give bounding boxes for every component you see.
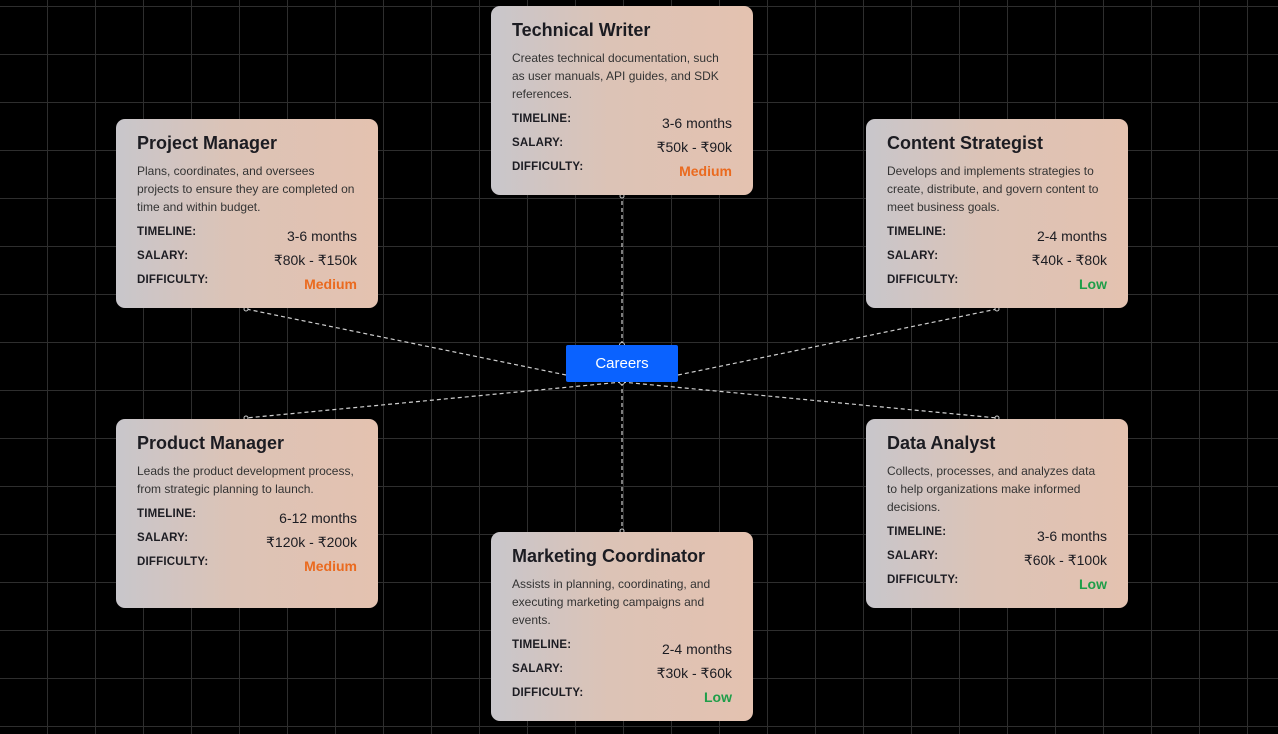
card-title: Product Manager [137, 433, 285, 453]
difficulty-value: Medium [679, 163, 732, 179]
timeline-label: TIMELINE: [887, 226, 947, 238]
difficulty-label: DIFFICULTY: [137, 274, 209, 286]
salary-value: ₹80k - ₹150k [273, 252, 357, 268]
difficulty-label: DIFFICULTY: [512, 687, 584, 699]
edge-project-manager [245, 308, 567, 376]
salary-row: SALARY: ₹60k - ₹100k [887, 550, 1107, 574]
difficulty-value: Medium [304, 276, 357, 292]
card-description: Collects, processes, and analyzes data t… [887, 464, 1096, 514]
difficulty-row: DIFFICULTY: Low [887, 574, 1107, 598]
careers-node[interactable]: Careers [566, 345, 678, 382]
salary-row: SALARY: ₹50k - ₹90k [512, 137, 732, 161]
card-description: Develops and implements strategies to cr… [887, 164, 1099, 214]
timeline-row: TIMELINE: 2-4 months [887, 226, 1107, 250]
timeline-value: 2-4 months [661, 641, 732, 657]
timeline-value: 6-12 months [279, 510, 357, 526]
salary-value: ₹40k - ₹80k [1031, 252, 1107, 268]
difficulty-value: Low [704, 689, 732, 705]
card-description: Creates technical documentation, such as… [512, 51, 719, 101]
timeline-value: 3-6 months [661, 115, 732, 131]
card-title: Technical Writer [512, 20, 651, 40]
salary-value: ₹60k - ₹100k [1023, 552, 1107, 568]
difficulty-value: Low [1079, 576, 1107, 592]
card-description: Assists in planning, coordinating, and e… [512, 577, 711, 627]
difficulty-label: DIFFICULTY: [512, 161, 584, 173]
salary-value: ₹50k - ₹90k [656, 139, 732, 155]
difficulty-label: DIFFICULTY: [887, 274, 959, 286]
timeline-value: 3-6 months [1036, 528, 1107, 544]
timeline-label: TIMELINE: [512, 113, 572, 125]
salary-label: SALARY: [137, 532, 189, 544]
edge-product-manager [245, 381, 623, 419]
salary-row: SALARY: ₹30k - ₹60k [512, 663, 732, 687]
salary-label: SALARY: [512, 137, 564, 149]
card-title: Project Manager [137, 133, 278, 153]
difficulty-value: Low [1079, 276, 1107, 292]
card-technical-writer[interactable]: Technical Writer Creates technical docum… [491, 6, 753, 195]
card-title: Marketing Coordinator [512, 546, 706, 566]
card-content-strategist[interactable]: Content Strategist Develops and implemen… [866, 119, 1128, 308]
edge-content-strategist [677, 308, 998, 376]
salary-value: ₹30k - ₹60k [656, 665, 732, 681]
timeline-label: TIMELINE: [887, 526, 947, 538]
timeline-label: TIMELINE: [512, 639, 572, 651]
difficulty-row: DIFFICULTY: Low [887, 274, 1107, 298]
card-marketing-coordinator[interactable]: Marketing Coordinator Assists in plannin… [491, 532, 753, 721]
card-data-analyst[interactable]: Data Analyst Collects, processes, and an… [866, 419, 1128, 608]
timeline-label: TIMELINE: [137, 226, 197, 238]
edge-data-analyst [621, 381, 998, 419]
difficulty-label: DIFFICULTY: [887, 574, 959, 586]
card-description: Plans, coordinates, and oversees project… [137, 164, 355, 214]
salary-row: SALARY: ₹80k - ₹150k [137, 250, 357, 274]
card-title: Content Strategist [887, 133, 1044, 153]
card-description: Leads the product development process, f… [137, 464, 354, 496]
timeline-row: TIMELINE: 3-6 months [512, 113, 732, 137]
salary-label: SALARY: [887, 550, 939, 562]
timeline-row: TIMELINE: 3-6 months [887, 526, 1107, 550]
card-title: Data Analyst [887, 433, 996, 453]
timeline-value: 2-4 months [1036, 228, 1107, 244]
timeline-row: TIMELINE: 2-4 months [512, 639, 732, 663]
difficulty-value: Medium [304, 558, 357, 574]
timeline-value: 3-6 months [286, 228, 357, 244]
timeline-row: TIMELINE: 6-12 months [137, 508, 357, 532]
salary-label: SALARY: [887, 250, 939, 262]
salary-row: SALARY: ₹120k - ₹200k [137, 532, 357, 556]
difficulty-row: DIFFICULTY: Low [512, 687, 732, 711]
timeline-row: TIMELINE: 3-6 months [137, 226, 357, 250]
difficulty-row: DIFFICULTY: Medium [512, 161, 732, 185]
salary-label: SALARY: [512, 663, 564, 675]
difficulty-row: DIFFICULTY: Medium [137, 556, 357, 580]
timeline-label: TIMELINE: [137, 508, 197, 520]
salary-label: SALARY: [137, 250, 189, 262]
difficulty-row: DIFFICULTY: Medium [137, 274, 357, 298]
salary-value: ₹120k - ₹200k [266, 534, 357, 550]
difficulty-label: DIFFICULTY: [137, 556, 209, 568]
card-product-manager[interactable]: Product Manager Leads the product develo… [116, 419, 378, 608]
salary-row: SALARY: ₹40k - ₹80k [887, 250, 1107, 274]
card-project-manager[interactable]: Project Manager Plans, coordinates, and … [116, 119, 378, 308]
